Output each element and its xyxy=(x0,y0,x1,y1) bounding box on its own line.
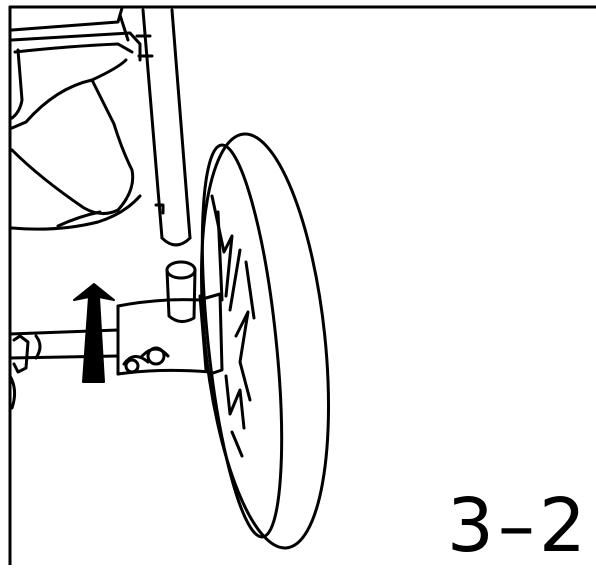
stroller-seat xyxy=(10,6,142,231)
frame-tube xyxy=(135,8,192,247)
up-arrow-icon xyxy=(73,283,115,383)
rear-wheel xyxy=(199,132,331,550)
step-number-label: 3–2 xyxy=(446,483,590,569)
frame xyxy=(8,5,596,565)
axle-hub xyxy=(116,260,224,376)
